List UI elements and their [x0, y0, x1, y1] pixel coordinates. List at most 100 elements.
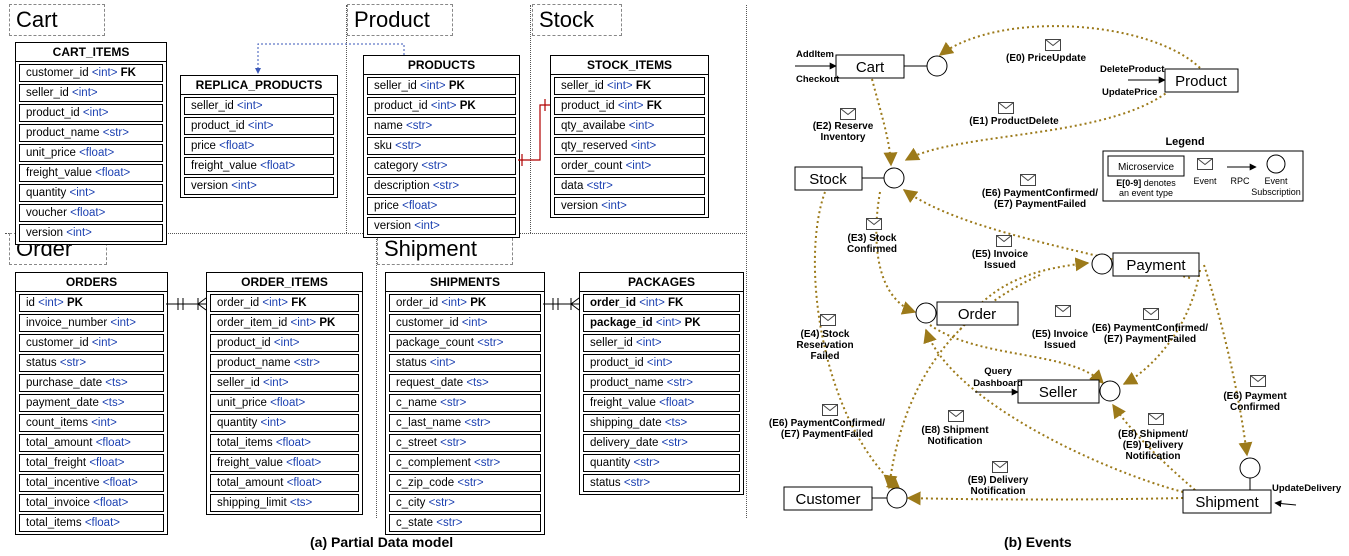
table-title: ORDER_ITEMS: [207, 273, 362, 292]
column-name: unit_price: [26, 147, 76, 159]
table-row: order_item_id <int> PK: [210, 314, 359, 332]
table-row: shipping_date <ts>: [583, 414, 740, 432]
event-label-e67c: (E6) PaymentConfirmed/: [769, 418, 885, 429]
section-title-shipment: Shipment: [377, 233, 513, 265]
subscription-order: [915, 302, 937, 324]
service-cart-label: Cart: [856, 59, 885, 76]
column-name: total_amount: [217, 477, 284, 489]
column-name: product_id: [590, 357, 644, 369]
column-name: request_date: [396, 377, 464, 389]
column-name: c_street: [396, 437, 437, 449]
event-label-e67b: (E7) PaymentFailed: [1104, 334, 1196, 345]
column-type: <str>: [102, 127, 129, 139]
key-badge: FK: [635, 80, 652, 92]
column-type: <int>: [630, 140, 657, 152]
table-row: delivery_date <str>: [583, 434, 740, 452]
legend-envelope-icon: [1197, 158, 1213, 170]
event-label-e0: (E0) PriceUpdate: [1006, 53, 1086, 64]
column-name: c_city: [396, 497, 426, 509]
table-row: unit_price <float>: [19, 144, 163, 162]
event-label-e2: Inventory: [820, 132, 865, 143]
column-type: <str>: [474, 457, 501, 469]
event-label-e5a: Issued: [984, 260, 1016, 271]
column-name: seller_id: [217, 377, 260, 389]
column-name: order_id: [590, 297, 637, 309]
column-name: c_name: [396, 397, 437, 409]
event-envelope-icon: [1020, 174, 1036, 186]
table-row: freight_value <float>: [184, 157, 334, 175]
column-name: seller_id: [590, 337, 633, 349]
rpc-updateprice-label: UpdatePrice: [1102, 87, 1157, 98]
column-type: <int>: [429, 357, 456, 369]
table-row: product_name <str>: [583, 374, 740, 392]
column-type: <str>: [428, 497, 455, 509]
column-type: <int>: [636, 337, 662, 349]
products-stock-fk: [518, 104, 550, 161]
table-row: status <str>: [19, 354, 164, 372]
service-payment: [1112, 252, 1200, 277]
column-type: <int>: [601, 200, 627, 212]
column-type: <float>: [84, 517, 120, 529]
event-label-e3: Confirmed: [847, 244, 897, 255]
column-name: total_invoice: [26, 497, 90, 509]
event-label-e89: (E9) Delivery: [1123, 440, 1184, 451]
table-row: package_count <str>: [389, 334, 541, 352]
event-label-e2: (E2) Reserve: [813, 121, 874, 132]
table-row: c_name <str>: [389, 394, 541, 412]
column-type: <str>: [440, 397, 467, 409]
table-row: qty_reserved <int>: [554, 137, 705, 155]
column-name: voucher: [26, 207, 67, 219]
table-row: order_id <int> FK: [583, 294, 740, 312]
column-name: order_item_id: [217, 317, 288, 329]
column-type: <int>: [414, 220, 440, 232]
service-product-label: Product: [1175, 73, 1228, 90]
column-name: product_name: [26, 127, 100, 139]
legend-subscription-2: Subscription: [1251, 187, 1301, 197]
table-row: sku <str>: [367, 137, 516, 155]
legend-event: Event: [1193, 176, 1217, 186]
column-name: product_id: [561, 100, 615, 112]
service-payment-label: Payment: [1126, 257, 1186, 274]
key-badge: PK: [319, 317, 336, 329]
table-title: SHIPMENTS: [386, 273, 544, 292]
section-divider: [746, 5, 747, 518]
column-type: <str>: [464, 417, 491, 429]
column-type: <int>: [639, 297, 665, 309]
column-name: version: [191, 180, 229, 192]
event-label-e5a: (E5) Invoice: [972, 249, 1029, 260]
replica-link-arrowhead: [255, 68, 261, 74]
event-envelope-icon: [1148, 413, 1164, 425]
table-row: total_amount <float>: [210, 474, 359, 492]
table-row: voucher <float>: [19, 204, 163, 222]
rpc-updatedelivery-label: UpdateDelivery: [1272, 483, 1342, 494]
event-label-e9: (E9) Delivery: [968, 475, 1029, 486]
column-name: freight_value: [217, 457, 283, 469]
column-name: version: [561, 200, 599, 212]
service-shipment: [1182, 489, 1272, 514]
event-label-e1: (E1) ProductDelete: [969, 116, 1059, 127]
table-title: PACKAGES: [580, 273, 743, 292]
table-row: price <float>: [367, 197, 516, 215]
column-type: <int>: [607, 80, 633, 92]
service-cart: [835, 54, 905, 79]
subscription-stock: [883, 167, 905, 189]
service-customer: [783, 486, 873, 511]
column-type: <str>: [440, 437, 467, 449]
column-name: purchase_date: [26, 377, 103, 389]
column-type: <ts>: [289, 497, 313, 509]
column-name: shipping_date: [590, 417, 662, 429]
edge-e6: [1203, 264, 1253, 457]
table-row: product_id <int>: [184, 117, 334, 135]
column-name: c_complement: [396, 457, 471, 469]
column-type: <int>: [69, 187, 96, 199]
section-title-stock: Stock: [532, 4, 622, 36]
edge-e0: [938, 25, 1201, 69]
event-envelope-icon: [992, 461, 1008, 473]
event-label-e67a: (E6) PaymentConfirmed/: [982, 188, 1098, 199]
table-row: version <int>: [184, 177, 334, 195]
subscription-seller: [1099, 380, 1121, 402]
edge-e67b: [1122, 269, 1201, 385]
table-row: quantity <str>: [583, 454, 740, 472]
table-title: PRODUCTS: [364, 56, 519, 75]
service-order-label: Order: [958, 306, 996, 323]
